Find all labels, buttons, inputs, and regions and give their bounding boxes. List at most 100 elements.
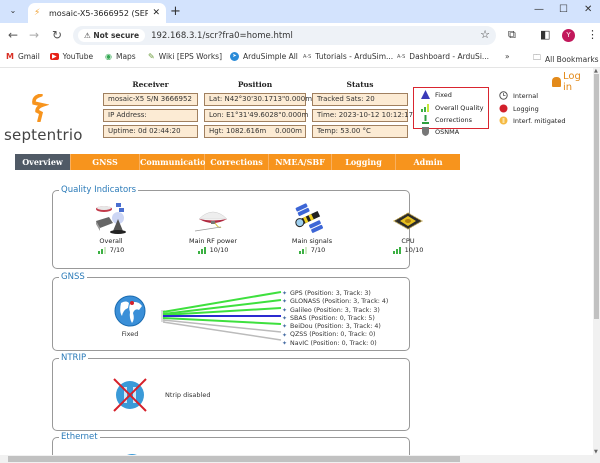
vertical-scrollbar[interactable]: ▲ ▼ <box>593 68 600 455</box>
back-button[interactable]: ← <box>8 28 19 42</box>
constellation-galileo[interactable]: ✦Galileo (Position: 3, Track: 3) <box>282 306 380 314</box>
tab-gnss[interactable]: GNSS <box>71 154 140 170</box>
qi-overall-score: 7/10 <box>109 246 125 254</box>
new-tab-button[interactable]: + <box>170 4 181 19</box>
tracked-sats-field: Tracked Sats: 20 <box>312 93 408 106</box>
menu-kebab-icon[interactable]: ⋮ <box>587 28 598 41</box>
constellation-navic[interactable]: ✦NavIC (Position: 0, Track: 0) <box>282 339 377 347</box>
horizontal-scroll-thumb[interactable] <box>8 456 460 462</box>
shield-icon <box>421 127 430 136</box>
maps-pin-icon: ◉ <box>105 52 112 61</box>
satellite-icon: ✦ <box>282 298 288 306</box>
tab-communication[interactable]: Communication <box>140 154 211 170</box>
qi-cpu-label: CPU <box>401 237 415 245</box>
tab-logging[interactable]: Logging <box>332 154 396 170</box>
constellation-beidou[interactable]: ✦BeiDou (Position: 3, Track: 4) <box>282 323 381 331</box>
bookmark-wiki[interactable]: ✎Wiki [EPS Works] <box>148 52 223 61</box>
extensions-icon[interactable]: ⧉ <box>508 28 516 41</box>
reload-button[interactable]: ↻ <box>52 28 63 42</box>
horizontal-scrollbar[interactable] <box>0 455 600 463</box>
address-bar[interactable]: ⚠ Not secure 192.168.3.1/scr?fra0=home.h… <box>73 26 496 45</box>
uptime-field: Uptime: 0d 02:44:20 <box>103 125 198 138</box>
minimize-button[interactable]: — <box>534 4 544 15</box>
bookmark-maps[interactable]: ◉Maps <box>105 52 136 61</box>
user-icon <box>552 77 561 87</box>
triangle-fixed-icon <box>421 90 430 99</box>
bookmark-ardusimple-all[interactable]: ➤ArduSimple All <box>230 52 298 61</box>
ntrip-title: NTRIP <box>61 353 87 363</box>
tab-nmea-sbf-out[interactable]: NMEA/SBF Out <box>269 154 332 170</box>
main-nav: Overview GNSS Communication Corrections … <box>15 154 510 170</box>
satellite-icon: ✦ <box>282 323 288 331</box>
constellation-glonass[interactable]: ✦GLONASS (Position: 3, Track: 4) <box>282 298 389 306</box>
receiver-model-field: mosaic-X5 S/N 3666952 <box>103 93 198 106</box>
gmail-icon: M <box>6 52 14 61</box>
legend-corrections: Corrections <box>421 115 472 124</box>
signal-bars-icon <box>298 246 308 254</box>
forward-button[interactable]: → <box>29 28 40 42</box>
qi-main-signals[interactable]: Main signals 7/10 <box>282 201 342 254</box>
browser-tab-strip: ⌄ ⚡ mosaic-X5-3666952 (SEPT) - S ✕ + — ☐… <box>0 0 600 23</box>
all-bookmarks-button[interactable]: 🗀All Bookmarks <box>533 52 599 66</box>
gnss-panel: GNSS Fixed ✦GPS (Position: 3, Track: 3) … <box>52 272 410 351</box>
qi-cpu[interactable]: CPU 10/10 <box>383 201 433 254</box>
login-link[interactable]: Log in <box>552 71 593 93</box>
receiver-heading: Receiver <box>132 80 169 89</box>
ethernet-panel: Ethernet <box>52 432 410 455</box>
tab-search-button[interactable]: ⌄ <box>9 6 17 15</box>
constellation-gps[interactable]: ✦GPS (Position: 3, Track: 3) <box>282 290 371 298</box>
telegram-icon: ➤ <box>230 52 239 61</box>
cpu-chip-icon <box>392 201 424 235</box>
scroll-down-icon[interactable]: ▼ <box>594 449 598 455</box>
fix-label: Fixed <box>121 330 139 338</box>
qi-overall-label: Overall <box>99 237 123 245</box>
septentrio-logo[interactable]: septentrio <box>4 93 82 144</box>
overall-receiver-icon <box>91 201 131 235</box>
constellation-qzss[interactable]: ✦QZSS (Position: 0, Track: 0) <box>282 331 376 339</box>
ardusimple-icon: A-S <box>303 53 312 60</box>
bookmark-youtube[interactable]: ▶YouTube <box>50 52 94 61</box>
satellite-icon: ✦ <box>282 290 288 298</box>
vertical-scroll-thumb[interactable] <box>594 74 599 319</box>
globe-icon <box>114 295 146 327</box>
ardusimple-icon: A-S <box>397 53 406 60</box>
security-indicator[interactable]: ⚠ Not secure <box>78 29 146 42</box>
legend-logging: Logging <box>499 104 539 113</box>
septentrio-favicon-icon: ⚡ <box>34 8 41 18</box>
qi-main-rf-power[interactable]: Main RF power 10/10 <box>183 201 243 254</box>
legend-fixed: Fixed <box>421 90 452 99</box>
tab-close-icon[interactable]: ✕ <box>152 8 160 18</box>
gnss-fix-status[interactable]: Fixed <box>110 294 150 338</box>
ethernet-icon <box>120 454 144 455</box>
signal-bars-icon <box>197 246 207 254</box>
tab-title: mosaic-X5-3666952 (SEPT) - S <box>49 8 149 18</box>
qi-overall[interactable]: Overall 7/10 <box>81 201 141 254</box>
satellite-icon: ✦ <box>282 331 288 339</box>
tab-overview[interactable]: Overview <box>15 154 71 170</box>
bookmark-star-icon[interactable]: ☆ <box>480 28 490 41</box>
ethernet-title: Ethernet <box>61 432 98 442</box>
quality-indicators-panel: Quality Indicators Overall 7/10 <box>52 185 423 269</box>
tab-corrections[interactable]: Corrections <box>205 154 269 170</box>
bookmarks-overflow-button[interactable]: » <box>505 52 510 61</box>
side-panel-icon[interactable]: ◧ <box>540 28 551 41</box>
scroll-up-icon[interactable]: ▲ <box>594 68 598 74</box>
profile-avatar[interactable]: Y <box>562 29 575 42</box>
youtube-icon: ▶ <box>50 53 59 60</box>
interference-icon <box>499 116 508 125</box>
browser-toolbar: ← → ↻ ⚠ Not secure 192.168.3.1/scr?fra0=… <box>0 23 600 48</box>
signal-bars-icon <box>392 246 402 254</box>
signal-bars-icon <box>97 246 107 254</box>
maximize-button[interactable]: ☐ <box>559 4 568 15</box>
constellation-sbas[interactable]: ✦SBAS (Position: 0, Track: 5) <box>282 314 375 323</box>
close-window-button[interactable]: ✕ <box>584 4 593 15</box>
tab-admin[interactable]: Admin <box>396 154 460 170</box>
browser-tab-active[interactable]: ⚡ mosaic-X5-3666952 (SEPT) - S ✕ <box>28 3 166 23</box>
ip-address-field: IP Address: <box>103 109 198 122</box>
url-text[interactable]: 192.168.3.1/scr?fra0=home.html <box>151 30 293 41</box>
signal-bars-icon <box>421 103 430 112</box>
